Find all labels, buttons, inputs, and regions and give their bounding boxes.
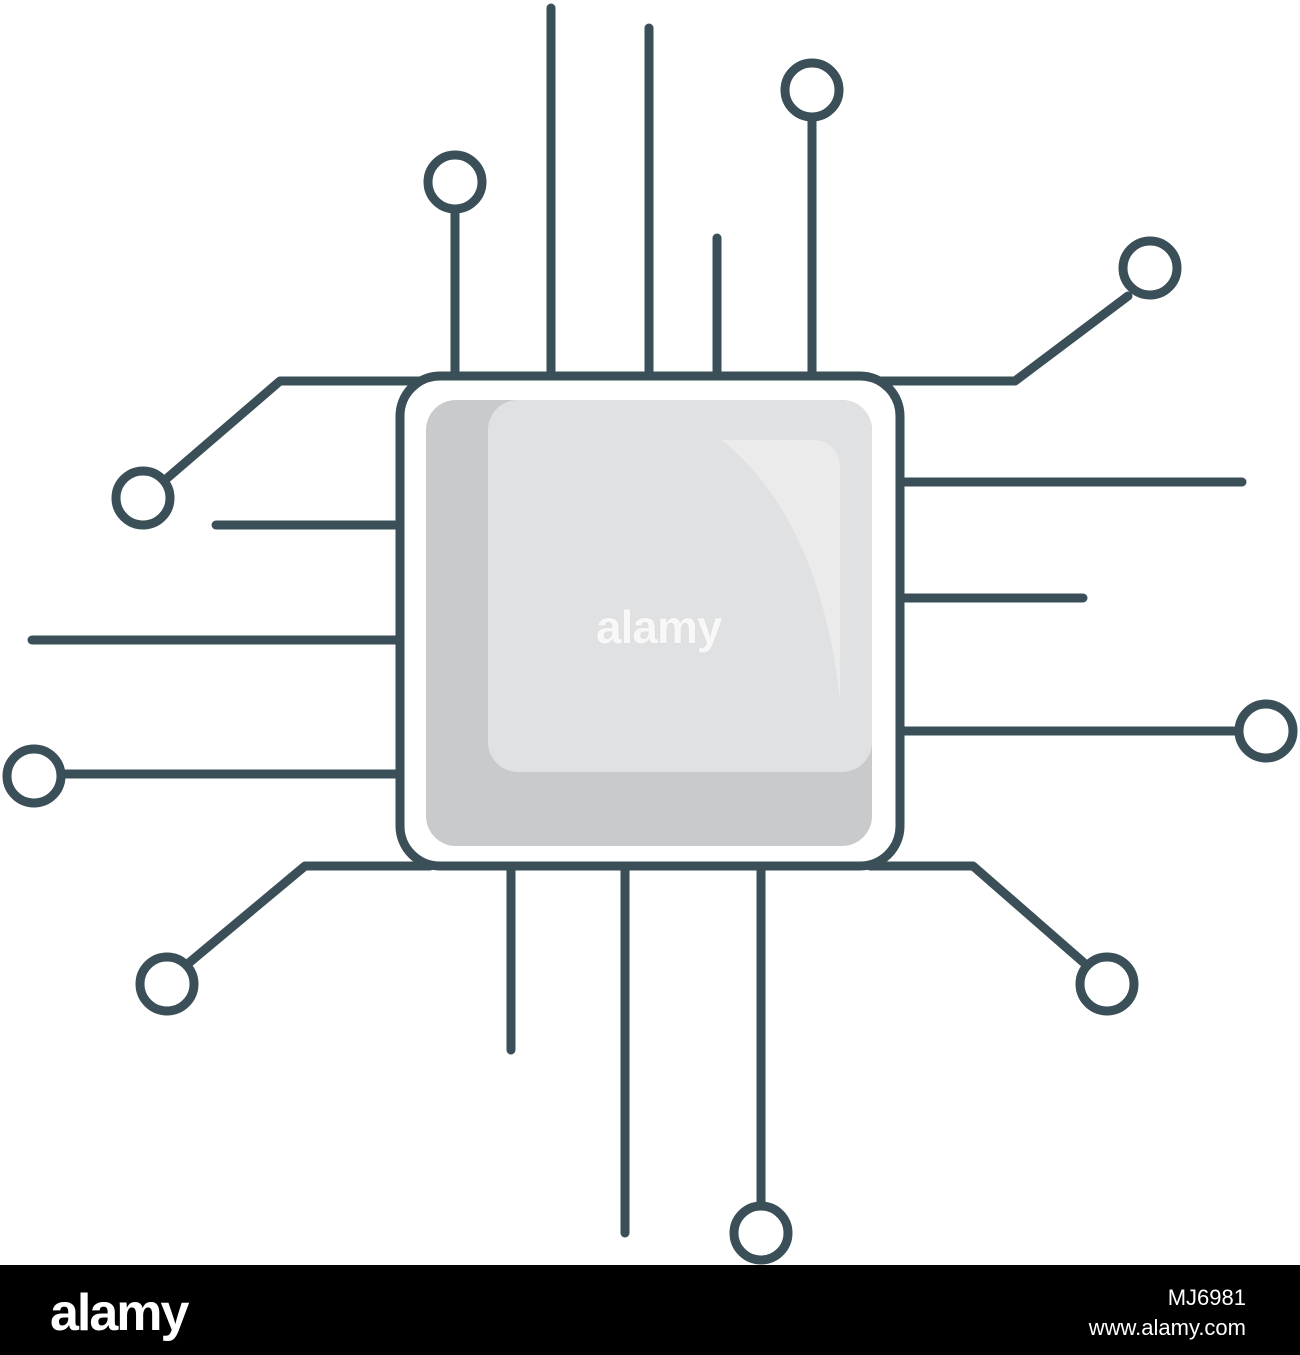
- node-lower-left: [135, 952, 199, 1016]
- trace-top-right: [865, 291, 1133, 386]
- circuit-nodes: [2, 58, 1298, 1265]
- footer-site-link[interactable]: www.alamy.com: [1088, 1315, 1246, 1340]
- trace-top-left: [160, 376, 425, 485]
- footer-image-id: MJ6981: [1167, 1285, 1246, 1310]
- node-top-right: [780, 58, 844, 122]
- node-upper-right: [1118, 236, 1182, 300]
- trace-bottom-left: [185, 861, 435, 967]
- microchip-icon: [2, 3, 1298, 1265]
- circuit-traces: [27, 3, 1247, 1238]
- chip: [395, 371, 905, 871]
- node-bottom: [729, 1201, 793, 1265]
- footer-logo[interactable]: alamy: [50, 1284, 189, 1342]
- chip-highlight: [722, 440, 840, 700]
- node-right: [1234, 699, 1298, 763]
- footer-bar: alamy MJ6981 www.alamy.com: [0, 1265, 1300, 1355]
- microchip-illustration: alamy: [2, 3, 1298, 1265]
- node-upper-left: [111, 466, 175, 530]
- node-lower-right: [1075, 952, 1139, 1016]
- node-left: [2, 744, 66, 808]
- node-top-left: [423, 150, 487, 214]
- trace-bottom-right: [865, 861, 1088, 967]
